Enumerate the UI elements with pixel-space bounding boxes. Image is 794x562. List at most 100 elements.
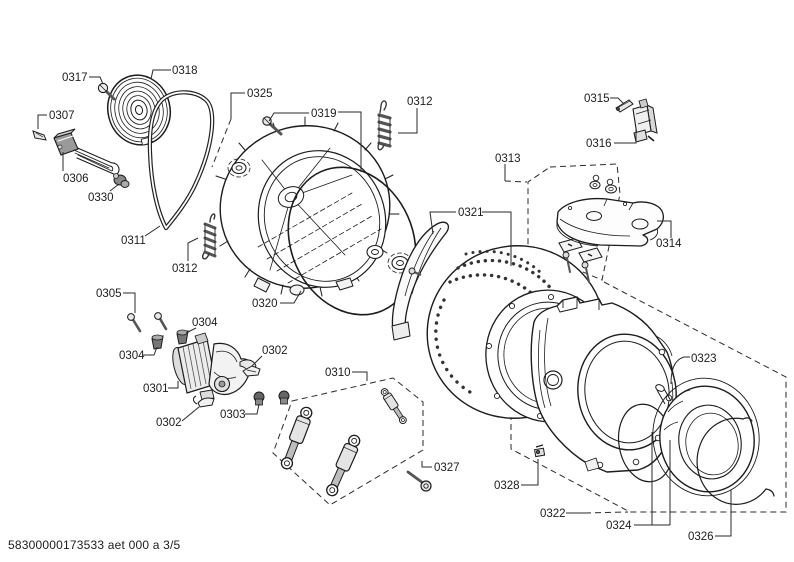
leader-0326 <box>715 490 732 537</box>
callout-0312-left: 0312 <box>172 263 198 275</box>
screws-0313-drawing <box>562 251 590 283</box>
bolts-0303-drawing <box>253 390 290 406</box>
callout-0323: 0323 <box>691 353 717 365</box>
callout-0313: 0313 <box>495 153 521 165</box>
door-gasket-drawing <box>655 384 755 493</box>
pin-0307-drawing <box>32 130 47 141</box>
leader-0321-right <box>482 211 512 266</box>
callout-0322: 0322 <box>540 508 566 520</box>
dashed-box-0310 <box>272 377 424 506</box>
leader-0312-top <box>398 108 418 134</box>
leader-0315 <box>610 97 625 105</box>
leader-0318 <box>150 69 171 80</box>
callout-0307: 0307 <box>49 110 75 122</box>
clamp-0302-bottom-drawing <box>193 395 215 408</box>
bolt-0327-drawing <box>406 470 432 492</box>
leader-0305 <box>123 292 136 313</box>
callout-0325: 0325 <box>247 88 273 100</box>
dashed-leader-0325 <box>211 118 232 168</box>
leader-0317 <box>89 76 104 85</box>
belt-drawing <box>147 90 215 231</box>
clip-0328-drawing <box>533 444 546 458</box>
shock-absorber-3-drawing <box>380 388 407 425</box>
leader-0324 <box>634 432 671 526</box>
callout-0303: 0303 <box>220 409 246 421</box>
leader-0325 <box>230 92 245 119</box>
spring-top-drawing <box>377 100 392 151</box>
leader-0301 <box>168 381 179 389</box>
washers-0313-drawing <box>589 174 617 194</box>
counterweight-drawing <box>556 197 664 247</box>
callout-0319: 0319 <box>311 108 337 120</box>
leader-0320 <box>280 290 302 304</box>
callout-0326: 0326 <box>688 531 714 543</box>
callout-0328: 0328 <box>494 480 520 492</box>
leader-0330 <box>109 183 120 192</box>
tub-rear-drawing <box>215 116 417 316</box>
shock-absorber-2-drawing <box>326 434 361 497</box>
leader-0302-right <box>251 355 263 367</box>
clamp-0302-right-drawing <box>242 365 261 377</box>
leader-0321-left <box>429 211 456 235</box>
leader-0316 <box>614 129 637 144</box>
leader-0302-bottom <box>181 406 200 422</box>
leader-0323 <box>670 356 690 385</box>
thermostat-0330-drawing <box>113 173 130 188</box>
callout-0312-top: 0312 <box>407 96 433 108</box>
screws-0305-drawing <box>127 312 168 333</box>
pulley-drawing <box>107 74 171 146</box>
callout-0304-lower: 0304 <box>119 350 145 362</box>
dashed-box-0313 <box>527 163 621 281</box>
dashed-region-0322 <box>510 281 787 513</box>
motor-drawing <box>172 332 257 401</box>
callout-0311: 0311 <box>121 235 146 247</box>
leader-lines <box>37 69 732 537</box>
leader-0307 <box>37 114 47 129</box>
heating-element-drawing <box>53 128 120 176</box>
dashed-leader-0322 <box>584 511 629 514</box>
callout-0317: 0317 <box>62 72 88 84</box>
leader-0303 <box>245 403 260 415</box>
switch-0316-drawing <box>632 98 658 143</box>
document-footer: 58300000173533 aet 000 a 3/5 <box>8 538 181 552</box>
callout-0302-bottom: 0302 <box>156 417 182 429</box>
carrier-strut-drawing <box>391 221 450 341</box>
spring-left-drawing <box>201 213 217 260</box>
leader-0319-right <box>338 111 362 172</box>
leader-0328 <box>521 459 539 486</box>
clamp-wire-0326-drawing <box>696 417 775 505</box>
grommet-0304-lower-drawing <box>151 334 164 350</box>
drum-perforations <box>434 249 554 394</box>
callout-0320: 0320 <box>252 298 278 310</box>
callout-labels: 0317 0318 0307 0306 0330 0311 0312 0325 … <box>49 65 717 543</box>
leader-0327 <box>421 461 432 468</box>
callout-0314: 0314 <box>656 238 682 250</box>
callout-0304-upper: 0304 <box>192 317 218 329</box>
callout-0301: 0301 <box>143 383 169 395</box>
callout-0310: 0310 <box>325 367 351 379</box>
callout-0327: 0327 <box>434 462 460 474</box>
leader-0314 <box>657 220 672 238</box>
callout-0318: 0318 <box>172 65 198 77</box>
callout-0324: 0324 <box>606 520 632 532</box>
callout-0316: 0316 <box>586 138 612 150</box>
tub-seal-ring-drawing <box>287 166 417 316</box>
callout-0305: 0305 <box>96 288 122 300</box>
leader-0310 <box>352 371 368 381</box>
callout-0306: 0306 <box>63 173 89 185</box>
shock-absorber-1-drawing <box>280 406 313 470</box>
leader-0304-lower <box>143 346 158 356</box>
callout-0315: 0315 <box>584 93 610 105</box>
callout-0321: 0321 <box>458 207 484 219</box>
dashed-leader-0313 <box>504 180 528 183</box>
screw-0319-drawing <box>262 116 283 136</box>
leader-0319-left <box>268 112 309 122</box>
leader-0304-upper <box>185 327 197 334</box>
callout-0302-right: 0302 <box>262 345 288 357</box>
grommet-0304-upper-drawing <box>176 329 189 345</box>
callout-0330: 0330 <box>88 192 114 204</box>
tub-front-drawing <box>530 296 677 473</box>
retaining-ring-0323-drawing <box>652 377 760 497</box>
